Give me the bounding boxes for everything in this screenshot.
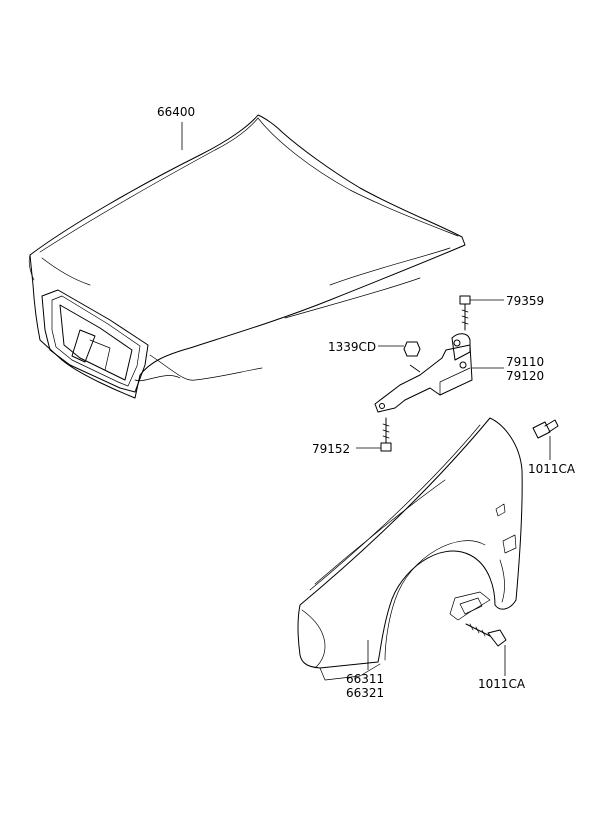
fender-panel [297,417,523,681]
label-nut: 1339CD [328,340,377,354]
hood-panel [28,114,466,399]
label-fender-rh: 66321 [346,686,385,700]
label-hinge-lh: 79110 [506,355,545,369]
hinge-bolt-79359 [459,295,504,331]
label-fender-bolt-lower: 1011CA [478,677,526,691]
hood-hinge [374,333,504,413]
label-hinge-bolt-79152: 79152 [312,442,351,456]
label-hinge-bolt-79359: 79359 [506,294,545,308]
label-hinge-rh: 79120 [506,369,545,383]
label-fender-bolt-upper: 1011CA [528,462,576,476]
label-hood: 66400 [157,105,196,119]
hinge-bolt-79152 [356,417,392,452]
nut-1339cd [378,341,421,357]
fender-bolt-upper [532,419,559,460]
fender-bolt-lower [465,623,507,676]
label-fender-lh: 66311 [346,672,385,686]
